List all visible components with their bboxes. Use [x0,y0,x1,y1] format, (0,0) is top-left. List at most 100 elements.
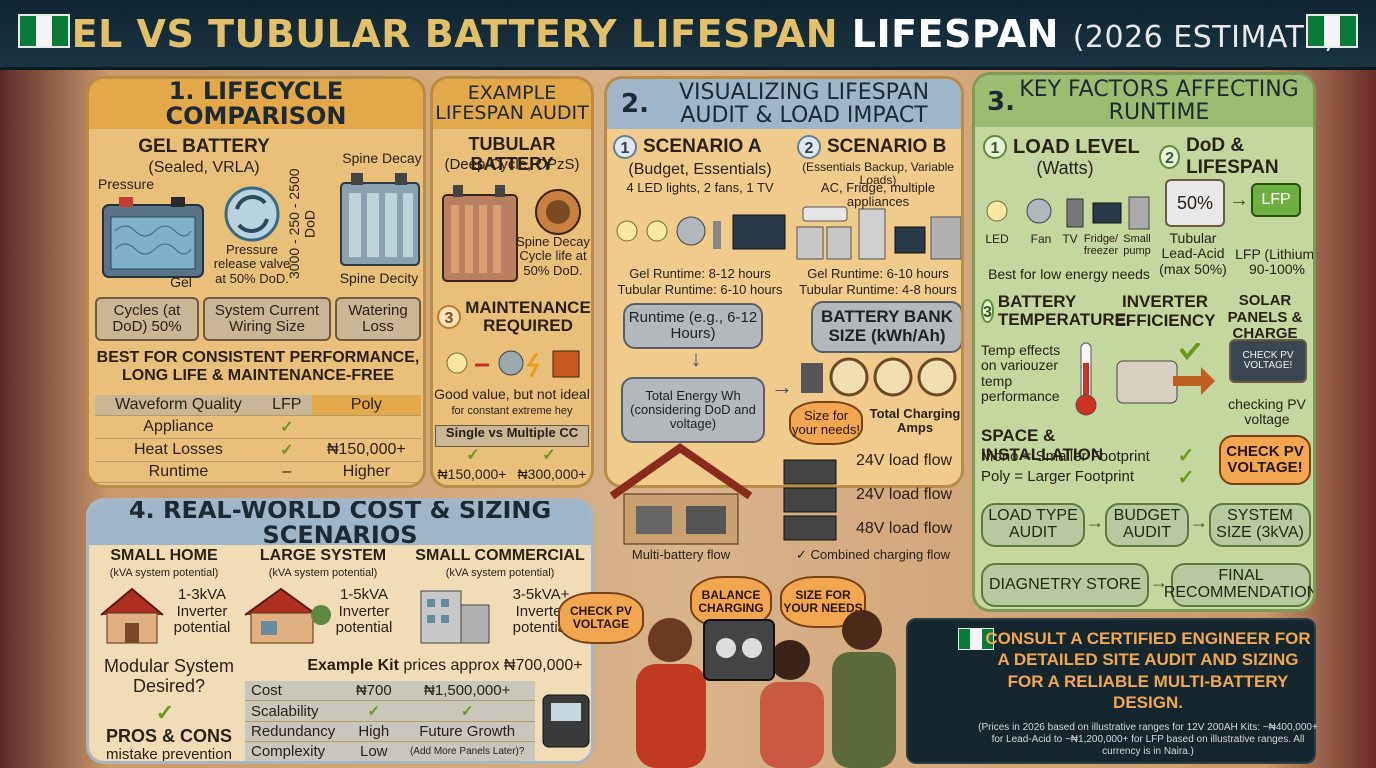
tubular-subtitle: (Deep Cycle, OPzS) [444,156,580,173]
check-icon: ✓ [466,447,480,464]
section-title: 1. LIFECYCLE COMPARISON [89,79,423,129]
runtime-box: Runtime (e.g., 6-12 Hours) [623,303,763,349]
step-number-badge: 1 [613,135,637,159]
scenario-b-subtitle: (Essentials Backup, Variable Loads) [802,160,954,188]
gel-battery-icon [102,197,204,278]
lfp-battery: LFP [1251,183,1301,217]
house-battery-icon [609,443,753,545]
appliance-icons [446,350,580,378]
flow-step-diagnetry: DIAGNETRY STORE [981,563,1149,607]
scenario-a-subtitle: (Budget, Essentials) [628,161,772,178]
small-home-icon [100,587,164,644]
check-pv-device: CHECK PV VOLTAGE! [1229,339,1307,383]
comparison-table: Waveform Quality LFP Poly Appliance ✓ He… [95,395,421,483]
arrow-right-icon: → [1190,512,1208,532]
mono-footprint-text: Mono = Smaller Footprint [981,448,1150,465]
table-row: Redundancy High Future Growth [245,721,535,742]
scenario-size: 1-3kVA Inverter potential [173,586,231,636]
scenario-subtitle: (kVA system potential) [268,567,378,579]
price-note: (Prices in 2026 based on illustrative ra… [978,722,1318,757]
price-multi: ₦300,000+ [517,466,587,482]
load-icon-label: TV [1062,232,1078,246]
gel-subtitle: (Sealed, VRLA) [148,159,260,176]
check-pv-voltage-bubble: CHECK PV VOLTAGE! [1219,435,1311,485]
check-icon: ✓ [1177,467,1195,489]
watering-loss-box: Watering Loss [335,297,421,341]
load-icon-label: Small pump [1123,233,1151,258]
scenario-subtitle: (kVA system potential) [445,567,555,579]
lfp-lithium-label: LFP (Lithium) 90-100% [1235,246,1316,278]
good-value-text: Good value, but not ideal [434,386,590,402]
flow-step-system-size: SYSTEM SIZE (3kVA) [1209,503,1311,547]
scenario-size: 1-5kVA Inverter potential [335,586,393,636]
lifespan-audit-load-panel: 2. VISUALIZING LIFESPAN AUDIT & LOAD IMP… [604,76,964,488]
dod-50-battery: 50% [1165,179,1225,227]
audit-title: EXAMPLE LIFESPAN AUDIT [433,79,591,129]
large-home-icon [244,587,331,644]
table-header: Waveform Quality [95,395,262,416]
flow-step-load-type: LOAD TYPE AUDIT [981,503,1085,547]
scenario-b-tubular-runtime: Tubular Runtime: 4-8 hours [799,282,957,297]
scenario-b-gel-runtime: Gel Runtime: 6-10 hours [807,266,949,281]
section-number: 2. [621,89,649,119]
scenario-b-title: SCENARIO B [827,136,947,157]
inverter-efficiency-title: INVERTER EFFICIENCY [1114,292,1216,330]
inverter-device-icon [542,694,590,748]
battery-temperature-title: BATTERY TEMPERATURE [997,292,1127,329]
speech-bubble: CHECK PV VOLTAGE [558,592,644,644]
load-level-title: LOAD LEVEL [1013,135,1140,158]
kit-table: Cost ₦700 ₦1,500,000+ Scalability ✓ ✓ Re… [245,681,535,761]
tubular-battery-icon [340,173,420,266]
scenario-size: 3-5kVA+ Inverter potential [512,586,570,636]
table-header: Poly [311,395,421,416]
arrow-right-icon: → [1229,189,1249,211]
gauge-icons [801,357,957,397]
flow-step-budget: BUDGET AUDIT [1105,503,1189,547]
section-title: KEY FACTORS AFFECTING RUNTIME [1019,76,1299,125]
step-number-badge: 3 [981,298,994,323]
arrow-right-icon: → [1150,572,1168,592]
temperature-text: Temp effects on variouzer temp performan… [981,342,1061,405]
scenario-subtitle: (kVA system potential) [109,567,219,579]
check-icon: ✓ [542,447,556,464]
load-appliance-icons [986,196,1150,230]
size-for-needs-bubble: Size for your needs! [789,401,863,445]
step-number-badge: 2 [797,135,821,159]
spine-decay-note: Spine Decay Cycle life at 50% DoD. [516,234,590,278]
good-value-subtext: for constant extreme hey [451,405,573,417]
pressure-valve-note: Pressure release valve at 50% DoD. [213,242,291,286]
section-title: VISUALIZING LIFESPAN AUDIT & LOAD IMPACT [678,79,930,128]
table-row: Complexity Low (Add More Panels Later)? [245,741,535,761]
scenario-b-items: AC, Fridge, multiple appliances [820,180,936,210]
single-multi-label: Single vs Multiple CC [435,425,589,447]
check-icon: ✓ [1177,445,1195,467]
cycles-box: Cycles (at DoD) 50% [95,297,199,341]
best-for-text: BEST FOR CONSISTENT PERFORMANCE, LONG LI… [96,349,420,384]
scenario-b-appliance-icons [796,206,961,260]
table-row: Heat Losses ✓ ₦150,000+ [95,438,421,462]
cost-sizing-panel: 4. REAL-WORLD COST & SIZING SCENARIOS SM… [86,498,594,764]
scenario-a-title: SCENARIO A [643,136,762,157]
thermometer-icon [1075,342,1097,416]
mistake-prevention-text: mistake prevention [106,746,232,763]
battery-stack-icon [783,459,837,541]
cycles-axis-label: 3000 - 250 - 2500 DoD [286,168,318,280]
tube-cross-section-icon [535,189,581,235]
table-row: Runtime – Higher [95,461,421,483]
lifespan-audit-panel: EXAMPLE LIFESPAN AUDIT TUBULAR BATTERY (… [430,76,594,488]
solar-panels-title: SOLAR PANELS & CHARGE [1227,292,1303,342]
consult-engineer-banner: CONSULT A CERTIFIED ENGINEER FOR A DETAI… [906,618,1318,764]
total-charging-label: Total Charging Amps [869,406,961,436]
kit-label: Example Kit [307,657,399,674]
battery-bank-size-box: BATTERY BANK SIZE (kWh/Ah) [811,301,961,353]
spine-decity-label: Spine Decity [339,270,419,286]
best-low-energy-text: Best for low energy needs [988,266,1150,282]
gel-title: GEL BATTERY [138,136,270,157]
load-flow-24v: 24V load flow [855,452,953,469]
load-level-subtitle: (Watts) [1036,158,1094,178]
section-title: 4. REAL-WORLD COST & SIZING SCENARIOS [89,501,591,548]
table-row: Cost ₦700 ₦1,500,000+ [245,681,535,701]
arrow-right-icon: → [771,374,793,399]
engineers-illustration-icon [636,610,896,768]
step-number-badge: 3 [437,304,461,329]
